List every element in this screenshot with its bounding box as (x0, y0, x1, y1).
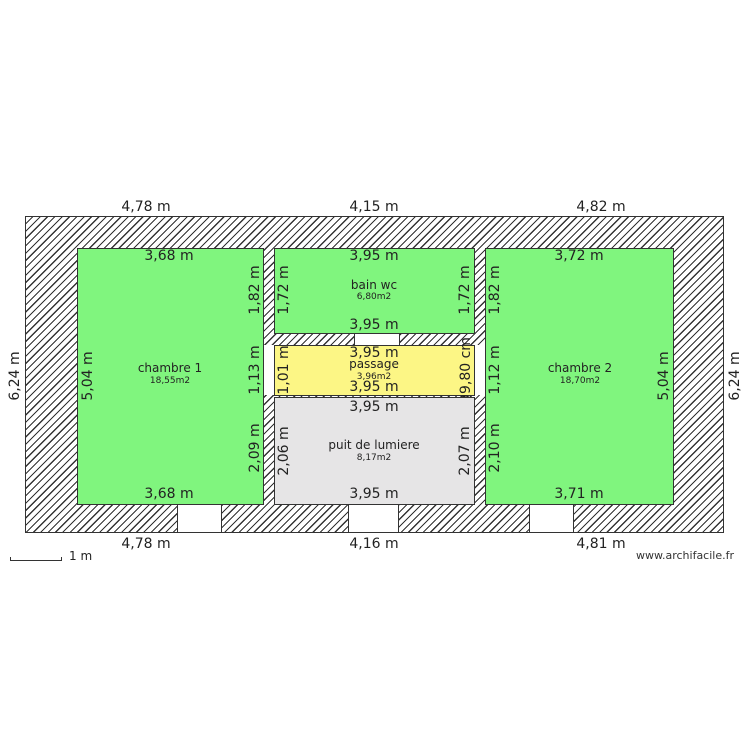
watermark: www.archifacile.fr (636, 549, 735, 562)
door-opening-chambre1 (177, 504, 222, 532)
room-chambre-1[interactable] (77, 248, 264, 505)
chambre2-area: 18,70m2 (559, 376, 601, 386)
bain-bottom-dim: 3,95 m (349, 317, 399, 333)
top-dim-left: 4,78 m (121, 199, 171, 215)
door-opening-chambre2 (529, 504, 574, 532)
passage-area: 3,96m2 (356, 372, 392, 382)
chambre1-area: 18,55m2 (149, 376, 191, 386)
door-opening-puit (348, 504, 399, 532)
bain-left-dim: 1,72 m (276, 265, 292, 315)
chambre2-bottom-dim: 3,71 m (554, 486, 604, 502)
chambre1-bottom-dim: 3,68 m (144, 486, 194, 502)
chambre1-right-dim-2: 1,13 m (247, 345, 263, 395)
top-dim-center: 4,15 m (349, 199, 399, 215)
passage-left-dim: 1,01 m (276, 345, 292, 395)
right-dim: 6,24 m (727, 351, 743, 401)
bottom-dim-left: 4,78 m (121, 536, 171, 552)
opening-chambre1-passage (262, 345, 275, 395)
chambre1-top-dim: 3,68 m (144, 248, 194, 264)
scale-label: 1 m (69, 549, 93, 563)
bain-area: 6,80m2 (356, 292, 392, 302)
door-opening-bain (354, 332, 400, 346)
puit-area: 8,17m2 (356, 453, 392, 463)
bottom-dim-right: 4,81 m (576, 536, 626, 552)
left-dim: 6,24 m (7, 351, 23, 401)
scale-bar (10, 557, 62, 561)
opening-passage-chambre2 (473, 345, 486, 395)
puit-bottom-dim: 3,95 m (349, 486, 399, 502)
passage-bottom-dim: 3,95 m (349, 379, 399, 395)
room-bain-wc[interactable] (274, 248, 475, 334)
chambre1-right-dim-3: 2,09 m (247, 423, 263, 473)
passage-right-dim: 99,80 cm (458, 337, 474, 403)
room-passage[interactable] (274, 345, 475, 396)
room-chambre-2[interactable] (485, 248, 674, 505)
chambre2-left-dim-3: 2,10 m (487, 423, 503, 473)
chambre1-right-dim-1: 1,82 m (247, 265, 263, 315)
passage-top-dim: 3,95 m (349, 345, 399, 361)
puit-name: puit de lumiere (328, 438, 420, 452)
chambre2-left-dim-2: 1,12 m (487, 345, 503, 395)
chambre1-name: chambre 1 (137, 361, 203, 375)
passage-name: passage (349, 357, 399, 371)
top-dim-right: 4,82 m (576, 199, 626, 215)
puit-left-dim: 2,06 m (276, 426, 292, 476)
bain-right-dim: 1,72 m (457, 265, 473, 315)
chambre2-right-dim: 5,04 m (656, 351, 672, 401)
chambre1-left-dim: 5,04 m (80, 351, 96, 401)
bain-name: bain wc (350, 278, 398, 292)
puit-top-dim: 3,95 m (349, 399, 399, 415)
puit-right-dim: 2,07 m (457, 426, 473, 476)
chambre2-left-dim-1: 1,82 m (487, 265, 503, 315)
bain-top-dim: 3,95 m (349, 248, 399, 264)
chambre2-top-dim: 3,72 m (554, 248, 604, 264)
chambre2-name: chambre 2 (547, 361, 613, 375)
bottom-dim-center: 4,16 m (349, 536, 399, 552)
room-puit-de-lumiere[interactable] (274, 397, 475, 505)
